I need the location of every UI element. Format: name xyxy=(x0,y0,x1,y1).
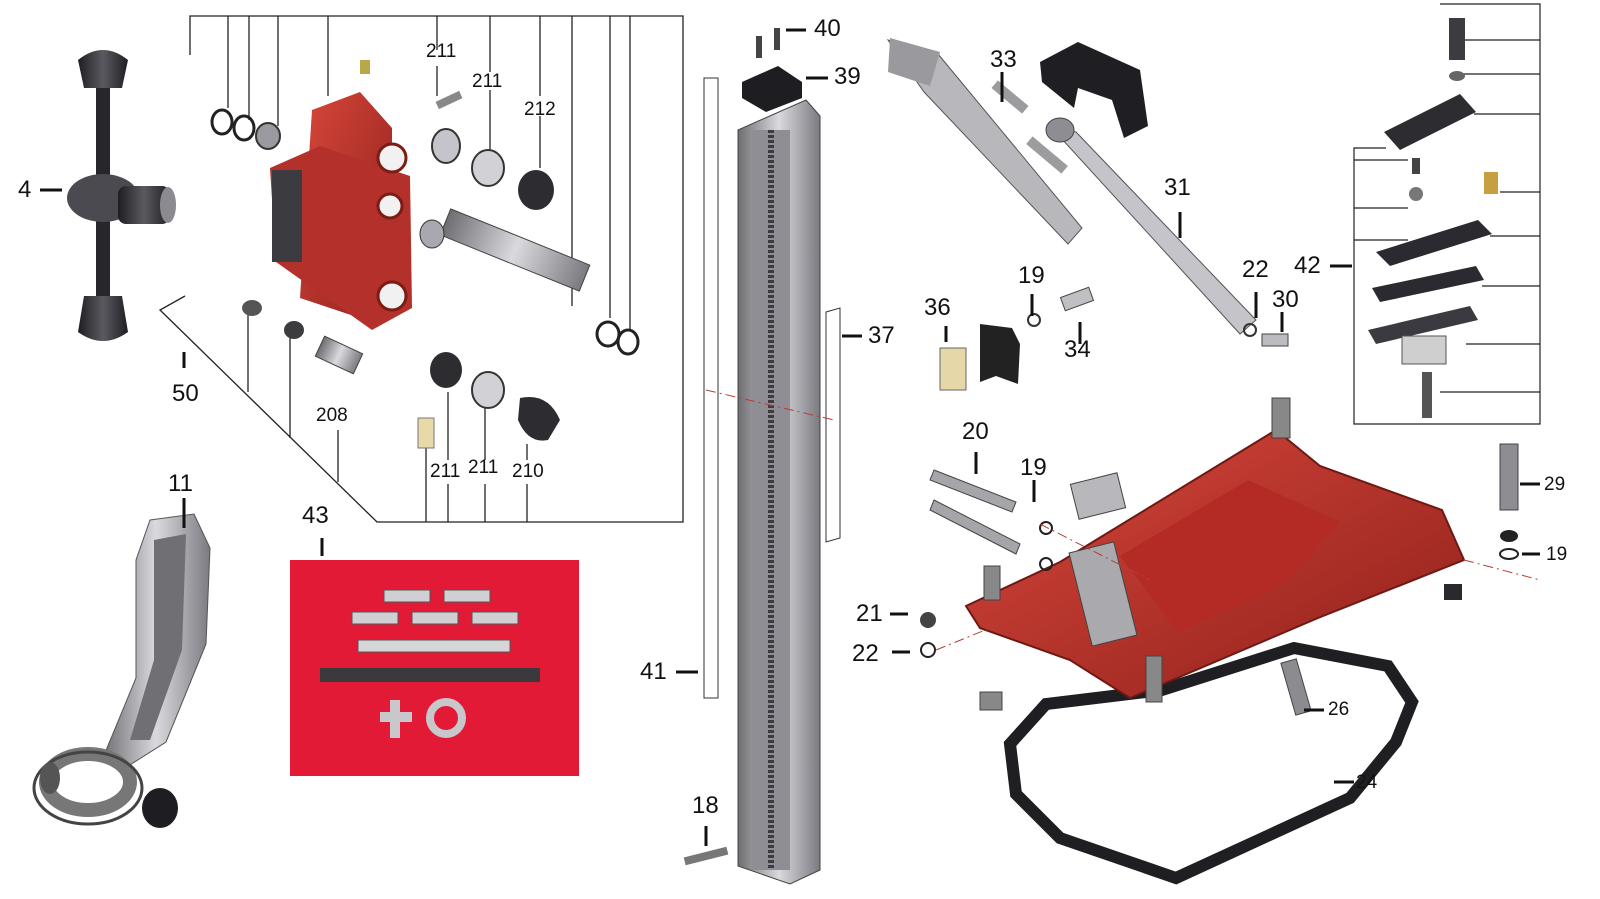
callout-19-top: 19 xyxy=(1018,262,1045,289)
callout-22-top: 22 xyxy=(1242,256,1269,283)
callout-18: 18 xyxy=(692,792,719,819)
callout-211-bottom-1: 211 xyxy=(430,461,461,482)
callout-208: 208 xyxy=(316,405,348,426)
callout-11: 11 xyxy=(168,470,193,497)
callout-21: 21 xyxy=(856,600,883,627)
callout-212: 212 xyxy=(524,99,556,120)
carriage-frame-lines xyxy=(158,15,684,523)
callout-211-top-2: 211 xyxy=(472,71,503,92)
callout-24: 24 xyxy=(1356,772,1378,793)
repair-kit-panel xyxy=(290,560,579,776)
callout-26: 26 xyxy=(1328,699,1350,720)
lever-arms xyxy=(886,38,1289,347)
small-parts-36-34 xyxy=(939,286,1095,391)
callout-42: 42 xyxy=(1294,252,1321,279)
callout-20: 20 xyxy=(962,418,989,445)
callout-30: 30 xyxy=(1272,286,1299,313)
callout-22-bottom: 22 xyxy=(852,640,879,667)
carriage-parts xyxy=(210,60,640,449)
drill-column xyxy=(683,28,841,885)
callout-50: 50 xyxy=(172,380,199,407)
callout-211-top-1: 211 xyxy=(426,41,457,62)
t-handle-part xyxy=(67,50,176,341)
callout-19-right: 19 xyxy=(1546,544,1568,565)
callout-4: 4 xyxy=(18,176,32,203)
feed-assembly-42 xyxy=(1353,3,1541,425)
callout-34: 34 xyxy=(1064,336,1091,363)
callout-37: 37 xyxy=(868,322,895,349)
callout-41: 41 xyxy=(640,658,667,685)
callout-210: 210 xyxy=(512,461,544,482)
callout-36: 36 xyxy=(924,294,951,321)
stand-base xyxy=(920,397,1541,885)
clamp-arm-part xyxy=(32,513,211,828)
callout-40: 40 xyxy=(814,15,841,42)
callout-211-bottom-2: 211 xyxy=(468,457,499,478)
callout-29: 29 xyxy=(1544,474,1566,495)
feed-assembly-parts xyxy=(1368,18,1498,418)
leader-ticks xyxy=(40,28,1540,846)
callout-33: 33 xyxy=(990,46,1017,73)
callout-43: 43 xyxy=(302,502,329,529)
callout-19-middle: 19 xyxy=(1020,454,1047,481)
callout-31: 31 xyxy=(1164,174,1191,201)
callout-39: 39 xyxy=(834,63,861,90)
